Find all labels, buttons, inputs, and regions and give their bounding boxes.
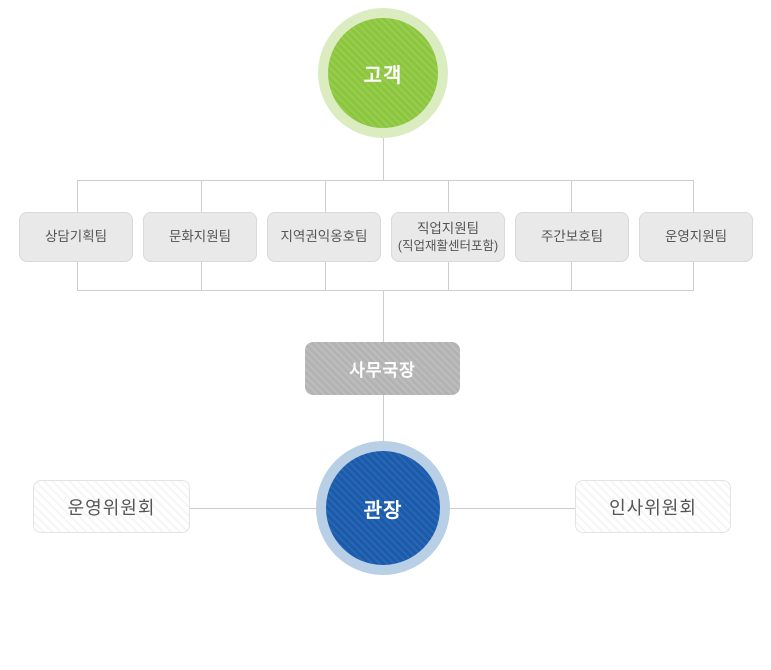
- committee-box-personnel: 인사위원회: [575, 480, 731, 533]
- general-manager-label: 사무국장: [349, 361, 416, 380]
- customer-node: 고객: [328, 18, 438, 128]
- director-label: 관장: [363, 499, 403, 522]
- team-label: 상담기획팀: [44, 229, 108, 245]
- team-box-unyeong: 운영지원팀: [639, 212, 753, 262]
- team-box-munhwa: 문화지원팀: [143, 212, 257, 262]
- team-box-jigeop: 직업지원팀 (직업재활센터포함): [391, 212, 505, 262]
- connector-director-vertical: [383, 395, 384, 441]
- team-label: 지역권익옹호팀: [280, 229, 368, 245]
- connector-top-horizontal: [77, 180, 694, 181]
- connector-gm-vertical: [383, 290, 384, 342]
- committee-box-operating: 운영위원회: [33, 480, 190, 533]
- team-label: 문화지원팀: [168, 229, 232, 245]
- team-label: 주간보호팀: [540, 229, 604, 245]
- team-label: 운영지원팀: [664, 229, 728, 245]
- team-box-jugan: 주간보호팀: [515, 212, 629, 262]
- customer-node-ring: 고객: [318, 8, 448, 138]
- committee-label: 운영위원회: [67, 497, 156, 518]
- team-box-sangdam: 상담기획팀: [19, 212, 133, 262]
- committee-label: 인사위원회: [609, 497, 697, 518]
- general-manager-box: 사무국장: [305, 342, 460, 395]
- team-sublabel: (직업재활센터포함): [397, 238, 499, 253]
- team-label: 직업지원팀: [416, 221, 480, 237]
- director-node: 관장: [326, 451, 440, 565]
- director-node-ring: 관장: [316, 441, 450, 575]
- customer-label: 고객: [363, 64, 403, 87]
- team-box-jiyeok: 지역권익옹호팀: [267, 212, 381, 262]
- connector-root-vertical: [383, 135, 384, 180]
- connector-bottom-horizontal: [77, 290, 694, 291]
